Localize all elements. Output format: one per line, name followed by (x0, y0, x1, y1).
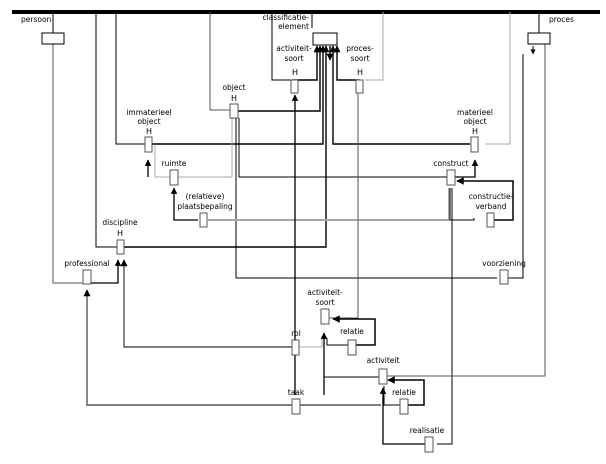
entity-box-constructieverband[interactable] (486, 212, 495, 228)
entity-box-ruimte[interactable] (169, 169, 179, 186)
connector (365, 12, 384, 81)
connector (329, 45, 470, 145)
connector (326, 338, 348, 346)
label-activiteit: activiteit (367, 356, 400, 365)
entity-box-activiteit-soort-top[interactable] (290, 79, 299, 94)
entity-boxes (41, 32, 551, 453)
label-discipline: discipline (102, 218, 138, 227)
entity-box-proces[interactable] (527, 32, 551, 45)
connector (437, 440, 453, 445)
label-materieel-object-1: materieel (457, 108, 493, 117)
label-realisatie: realisatie (410, 426, 445, 435)
label-materieel-object-2: object (463, 117, 486, 126)
connector (385, 43, 546, 377)
label-immaterieel-object-2: object (137, 117, 160, 126)
label-object: object (222, 83, 245, 92)
entity-box-relatieve-plaatsbepaling[interactable] (199, 212, 208, 228)
entity-box-proces-soort[interactable] (355, 79, 364, 94)
label-relatieve-plaatsbepaling-1: (relatieve) (186, 192, 225, 201)
hierarchy-marker: H (117, 229, 123, 238)
label-relatie-1: relatie (340, 327, 364, 336)
connector (115, 12, 146, 145)
connector (236, 45, 324, 112)
label-professional: professional (64, 259, 109, 268)
connector (292, 336, 323, 348)
connector (52, 43, 86, 284)
label-taak: taak (288, 388, 305, 397)
entity-box-voorziening[interactable] (499, 269, 509, 285)
hierarchy-marker: H (231, 94, 237, 103)
connector (91, 259, 122, 284)
label-relatie-2: relatie (392, 388, 416, 397)
connector (209, 12, 230, 111)
entity-box-relatie-1[interactable] (347, 339, 357, 356)
entity-box-materieel-object[interactable] (470, 136, 479, 153)
label-persoon: persoon (21, 15, 52, 24)
label-relatieve-plaatsbepaling-2: plaatsbepaling (177, 202, 233, 211)
entity-box-professional[interactable] (82, 269, 92, 285)
hierarchy-marker: H (472, 127, 478, 136)
connector (456, 177, 514, 221)
connector (271, 12, 293, 81)
entity-box-immaterieel-object[interactable] (144, 136, 153, 153)
entity-box-relatie-2[interactable] (399, 398, 409, 415)
entity-box-activiteit[interactable] (378, 368, 388, 385)
label-constructieverband-1: constructie- (469, 192, 514, 201)
connector (387, 376, 425, 406)
label-activiteit-soort-top-1: activiteit- (276, 44, 312, 53)
connector (122, 45, 330, 248)
label-activiteit-soort-1: activiteit- (307, 288, 343, 297)
entity-box-rol[interactable] (291, 339, 300, 356)
connector (170, 187, 198, 221)
connector (83, 289, 293, 406)
connector (455, 159, 479, 178)
entity-box-taak[interactable] (291, 398, 301, 415)
entity-labels: persoon classificatie- element proces ac… (21, 13, 574, 435)
entity-box-classificatie-element[interactable] (312, 32, 338, 46)
connector (504, 54, 524, 279)
label-classificatie-element-2: element (278, 22, 309, 31)
entity-box-activiteit-soort[interactable] (320, 308, 330, 325)
label-rol: rol (291, 329, 301, 338)
connector (449, 188, 475, 221)
connector (146, 45, 327, 145)
label-proces-soort-2: soort (350, 54, 369, 63)
hierarchy-marker: H (292, 68, 298, 77)
entity-box-construct[interactable] (446, 169, 456, 186)
connector (208, 188, 450, 221)
label-classificatie-element-1: classificatie- (263, 13, 310, 22)
hierarchy-marker: H (146, 127, 152, 136)
label-activiteit-soort-2: soort (315, 298, 334, 307)
connector (154, 118, 233, 178)
label-proces-soort-1: proces- (346, 44, 374, 53)
entity-box-persoon[interactable] (41, 32, 65, 45)
connector (95, 12, 118, 248)
entity-box-realisatie[interactable] (424, 436, 434, 453)
hierarchy-marker: H (357, 68, 363, 77)
label-immaterieel-object-1: immaterieel (126, 108, 171, 117)
connector (238, 118, 447, 178)
connector (120, 259, 293, 348)
connector (332, 315, 376, 346)
connector (379, 387, 432, 445)
label-proces: proces (549, 15, 574, 24)
connector (485, 12, 511, 145)
label-constructieverband-2: verband (475, 202, 506, 211)
entity-box-discipline[interactable] (116, 239, 125, 255)
label-voorziening: voorziening (482, 259, 526, 268)
entity-box-object[interactable] (229, 103, 239, 119)
label-activiteit-soort-top-2: soort (284, 54, 303, 63)
connector-lines (52, 12, 546, 445)
label-ruimte: ruimte (162, 159, 187, 168)
label-construct: construct (433, 159, 468, 168)
